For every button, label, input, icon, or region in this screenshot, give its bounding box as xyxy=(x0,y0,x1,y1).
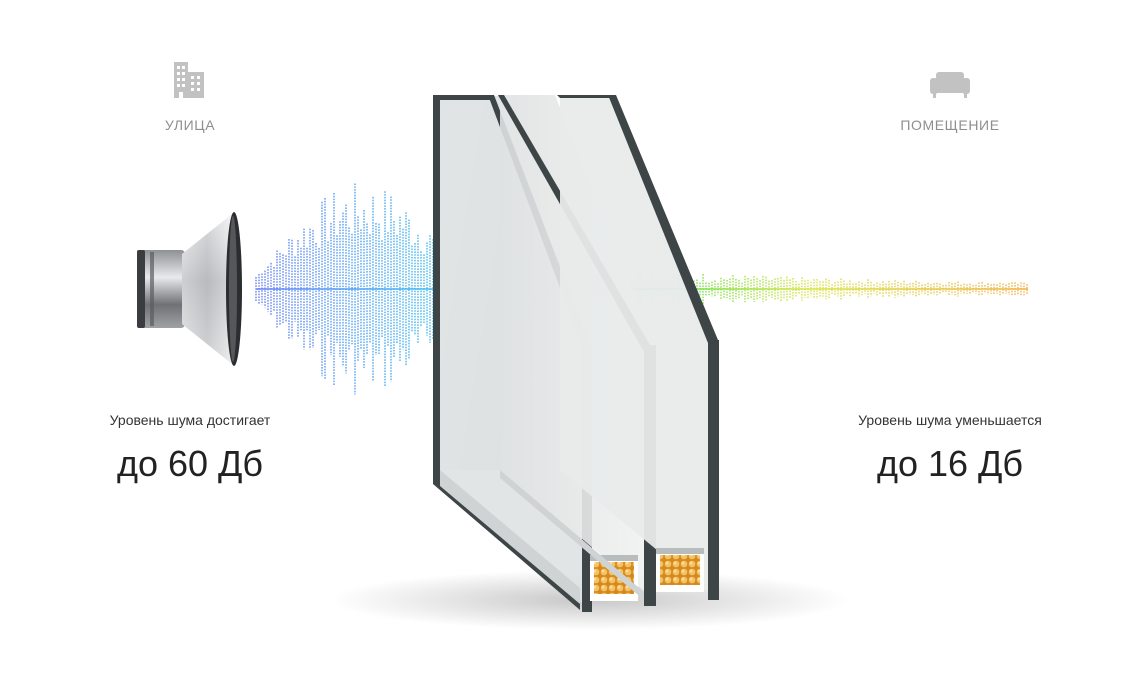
building-icon xyxy=(170,60,210,100)
street-label: УЛИЦА xyxy=(164,117,216,133)
inside-noise-value: до 16 Дб xyxy=(876,443,1024,484)
outside-noise-value: до 60 Дб xyxy=(116,443,264,484)
sofa-icon xyxy=(928,70,970,110)
inside-noise-caption: Уровень шума уменьшается xyxy=(858,412,1042,428)
speaker-icon xyxy=(137,212,242,366)
outside-noise-caption: Уровень шума достигает xyxy=(109,412,271,428)
window-unit xyxy=(433,95,719,612)
room-label: ПОМЕЩЕНИЕ xyxy=(900,117,1000,133)
